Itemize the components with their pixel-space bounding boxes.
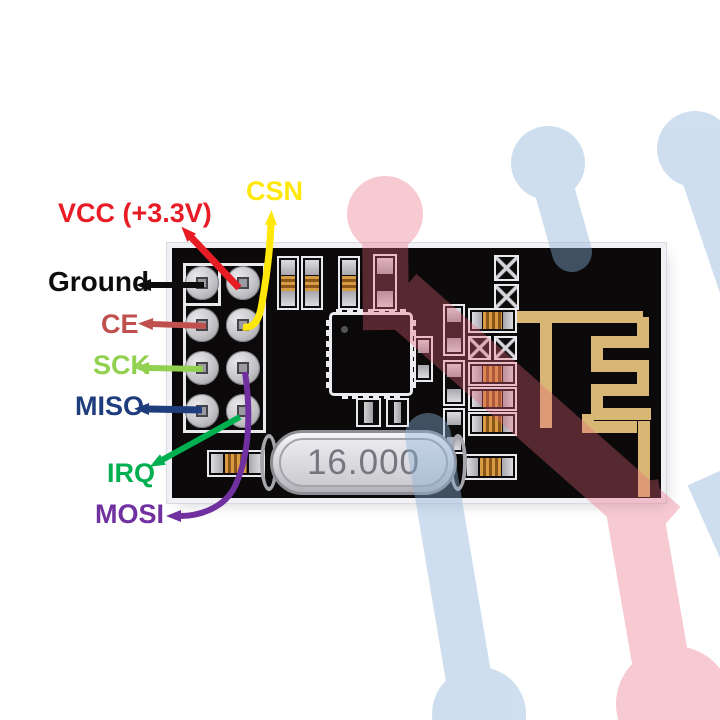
- smd-resistor: [301, 256, 323, 310]
- chip-pin: [326, 320, 332, 326]
- pin-hole: [196, 362, 208, 374]
- header-pin-5: [185, 351, 219, 385]
- chip-pin: [336, 309, 342, 315]
- chip-pin: [346, 309, 353, 315]
- header-pin-7: [185, 394, 219, 428]
- smd-placeholder: [494, 284, 519, 310]
- chip-pin1-dot: [341, 326, 348, 333]
- chip-pin: [352, 393, 359, 399]
- crystal-face: 16.000: [279, 438, 448, 487]
- pin-hole: [196, 319, 208, 331]
- smd-pad: [356, 398, 381, 427]
- label-ground: Ground: [48, 266, 150, 297]
- smd-placeholder: [494, 336, 517, 360]
- smd-pad: [386, 398, 409, 427]
- header-pin-2: [226, 266, 260, 300]
- smd-resistor: [468, 308, 517, 333]
- chip-pin: [373, 393, 380, 399]
- header-pin-4: [226, 308, 260, 342]
- rf-chip: [329, 312, 413, 396]
- chip-pin: [410, 340, 416, 347]
- chip-pin: [362, 393, 369, 399]
- header-pin-8: [226, 394, 260, 428]
- crystal-oscillator: 16.000: [270, 430, 457, 495]
- chip-pin: [389, 309, 396, 315]
- chip-pin: [410, 351, 416, 357]
- label-vcc: VCC (+3.3V): [58, 198, 212, 228]
- chip-pin: [400, 309, 406, 315]
- smd-resistor: [277, 256, 299, 310]
- chip-pin: [410, 361, 416, 368]
- pin-hole: [237, 362, 249, 374]
- label-ce: CE: [101, 309, 139, 339]
- header-pin-6: [226, 351, 260, 385]
- chip-pin: [383, 393, 390, 399]
- chip-pin: [326, 340, 332, 347]
- chip-pin: [326, 330, 332, 337]
- nrf24l01-module: 16.000: [172, 248, 661, 498]
- chip-pin: [342, 393, 348, 399]
- smd-resistor: [468, 387, 517, 411]
- smd-resistor: [468, 362, 517, 386]
- pin-hole: [237, 277, 249, 289]
- label-csn: CSN: [246, 176, 304, 206]
- chip-pin: [368, 309, 374, 315]
- chip-pin: [410, 382, 416, 388]
- label-irq: IRQ: [107, 458, 156, 488]
- smd-resistor: [468, 412, 517, 436]
- pin-hole: [237, 405, 249, 417]
- chip-pin: [326, 371, 332, 378]
- label-sck: SCK: [93, 350, 151, 380]
- chip-pin: [326, 361, 332, 368]
- crystal-frequency: 16.000: [306, 442, 421, 482]
- pin-hole: [237, 319, 249, 331]
- smd-placeholder: [468, 336, 491, 360]
- smd-resistor: [463, 454, 517, 480]
- smd-placeholder: [494, 255, 519, 281]
- chip-pin: [394, 393, 400, 399]
- chip-pin: [326, 351, 332, 357]
- pin1-cell-divider: [183, 303, 221, 306]
- smd-resistor: [338, 256, 360, 310]
- smd-resistor: [207, 450, 265, 477]
- pin-hole: [196, 405, 208, 417]
- smd-capacitor: [443, 360, 465, 406]
- chip-pin: [357, 309, 364, 315]
- chip-pin: [410, 371, 416, 378]
- chip-pin: [410, 320, 416, 326]
- pin-hole: [196, 277, 208, 289]
- label-mosi: MOSI: [95, 499, 165, 529]
- chip-pin: [378, 309, 385, 315]
- header-pin-3: [185, 308, 219, 342]
- smd-capacitor: [373, 254, 397, 311]
- chip-pin: [326, 382, 332, 388]
- smd-capacitor: [443, 304, 465, 356]
- smd-capacitor: [414, 336, 433, 382]
- header-pin-1: [185, 266, 219, 300]
- label-miso: MISO: [75, 391, 145, 421]
- chip-pin: [410, 330, 416, 337]
